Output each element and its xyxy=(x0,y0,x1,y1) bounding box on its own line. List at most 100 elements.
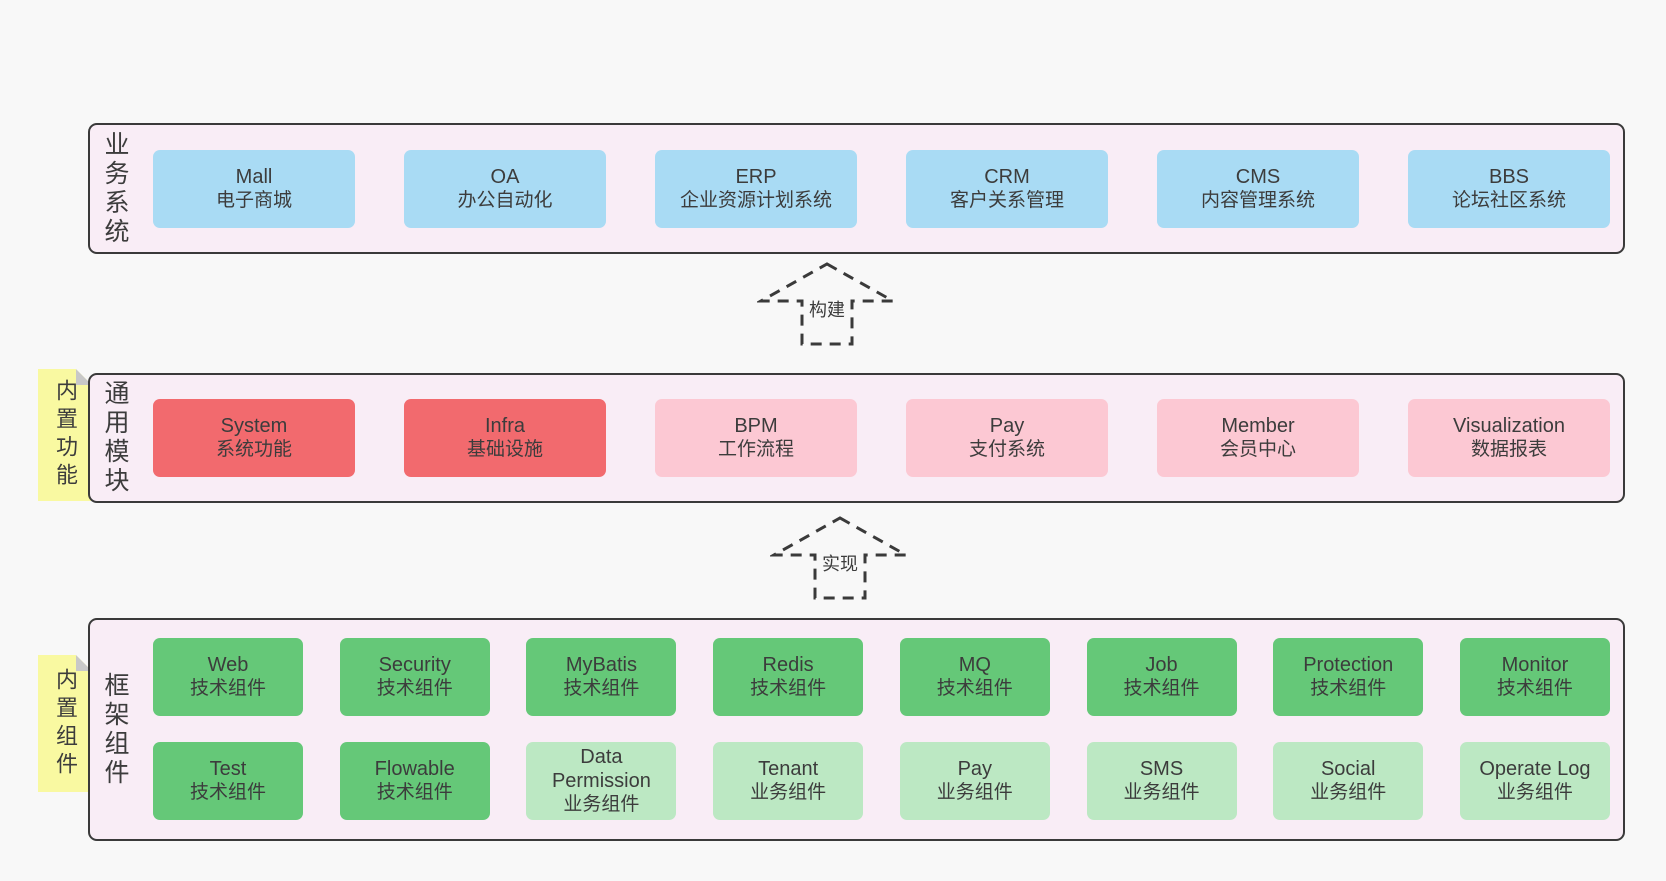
box-web: Web 技术组件 xyxy=(153,638,303,716)
box-data-permission: Data Permission 业务组件 xyxy=(526,742,677,820)
box-social: Social 业务组件 xyxy=(1273,742,1424,820)
box-title: Protection xyxy=(1303,654,1394,676)
box-subtitle: 技术组件 xyxy=(189,678,266,699)
box-title: BBS xyxy=(1488,165,1530,188)
box-subtitle: 内容管理系统 xyxy=(1200,189,1315,211)
box-subtitle: 技术组件 xyxy=(189,782,266,803)
box-job: Job 技术组件 xyxy=(1086,638,1237,716)
box-title: Social xyxy=(1320,758,1376,780)
box-subtitle: 电子商城 xyxy=(215,189,292,211)
box-title: Tenant xyxy=(758,758,819,780)
box-system: System 系统功能 xyxy=(153,399,355,477)
box-subtitle: 业务组件 xyxy=(1123,782,1200,803)
box-pay: Pay 支付系统 xyxy=(906,399,1108,477)
box-sms: SMS 业务组件 xyxy=(1086,742,1237,820)
box-subtitle: 业务组件 xyxy=(1496,782,1573,803)
box-title: Data Permission xyxy=(551,746,651,792)
box-subtitle: 业务组件 xyxy=(936,782,1013,803)
panel-label-common-modules: 通用模块 xyxy=(101,380,129,496)
box-subtitle: 技术组件 xyxy=(563,678,640,699)
box-subtitle: 办公自动化 xyxy=(457,189,553,211)
box-mall: Mall 电子商城 xyxy=(153,149,355,228)
box-subtitle: 系统功能 xyxy=(215,439,292,460)
box-subtitle: 技术组件 xyxy=(376,678,453,699)
panel-label-framework-components: 框架组件 xyxy=(101,671,129,788)
box-title: ERP xyxy=(735,165,777,188)
dashed-up-arrow-icon xyxy=(770,516,910,600)
box-member: Member 会员中心 xyxy=(1157,399,1359,477)
box-title: MyBatis xyxy=(565,654,637,676)
implement-arrow-label: 实现 xyxy=(819,550,861,576)
box-tenant: Tenant 业务组件 xyxy=(713,742,864,820)
box-title: Infra xyxy=(484,415,526,437)
box-title: System xyxy=(220,415,288,437)
box-bbs: BBS 论坛社区系统 xyxy=(1408,149,1610,228)
box-title: Job xyxy=(1145,654,1178,676)
panel-business-systems: 业务系统 Mall 电子商城 OA 办公自动化 ERP 企业资源计划系统 CRM… xyxy=(88,123,1625,254)
sticky-note-builtin-features: 内置功能 xyxy=(38,369,92,501)
dashed-up-arrow-icon xyxy=(757,262,897,346)
components-row-1: Web 技术组件 Security 技术组件 MyBatis 技术组件 Redi… xyxy=(153,638,1610,716)
implement-arrow: 实现 xyxy=(770,514,910,602)
panel-common-modules: 通用模块 System 系统功能 Infra 基础设施 BPM 工作流程 Pay… xyxy=(88,373,1625,503)
box-bpm: BPM 工作流程 xyxy=(655,399,857,477)
box-mybatis: MyBatis 技术组件 xyxy=(526,638,677,716)
box-title: OA xyxy=(490,165,520,188)
panel-framework-components: 框架组件 Web 技术组件 Security 技术组件 MyBatis 技术组件… xyxy=(88,618,1625,841)
box-cms: CMS 内容管理系统 xyxy=(1157,149,1359,228)
box-subtitle: 企业资源计划系统 xyxy=(679,189,832,211)
sticky-note-label: 内置功能 xyxy=(53,379,78,491)
box-title: Mall xyxy=(235,165,273,188)
components-rows: Web 技术组件 Security 技术组件 MyBatis 技术组件 Redi… xyxy=(153,638,1610,820)
box-title: CRM xyxy=(984,165,1030,188)
sticky-note-builtin-components: 内置组件 xyxy=(38,655,92,792)
box-subtitle: 数据报表 xyxy=(1470,439,1547,460)
box-subtitle: 技术组件 xyxy=(1496,678,1573,699)
box-title: Operate Log xyxy=(1479,758,1591,780)
box-title: MQ xyxy=(958,654,991,676)
business-boxes-row: Mall 电子商城 OA 办公自动化 ERP 企业资源计划系统 CRM 客户关系… xyxy=(153,149,1610,228)
box-visualization: Visualization 数据报表 xyxy=(1408,399,1610,477)
box-crm: CRM 客户关系管理 xyxy=(906,149,1108,228)
box-monitor: Monitor 技术组件 xyxy=(1459,638,1610,716)
modules-boxes-row: System 系统功能 Infra 基础设施 BPM 工作流程 Pay 支付系统… xyxy=(153,399,1610,477)
box-subtitle: 技术组件 xyxy=(936,678,1013,699)
components-row-2: Test 技术组件 Flowable 技术组件 Data Permission … xyxy=(153,742,1610,820)
box-title: Pay xyxy=(989,415,1025,437)
box-title: BPM xyxy=(734,415,778,437)
box-title: SMS xyxy=(1139,758,1184,780)
build-arrow: 构建 xyxy=(757,260,897,348)
box-security: Security 技术组件 xyxy=(339,638,490,716)
box-redis: Redis 技术组件 xyxy=(713,638,864,716)
box-operate-log: Operate Log 业务组件 xyxy=(1459,742,1610,820)
box-subtitle: 工作流程 xyxy=(717,439,794,460)
box-subtitle: 客户关系管理 xyxy=(949,189,1064,211)
box-oa: OA 办公自动化 xyxy=(404,149,606,228)
box-title: Monitor xyxy=(1501,654,1569,676)
sticky-note-label: 内置组件 xyxy=(53,667,78,780)
box-subtitle: 技术组件 xyxy=(1310,678,1387,699)
box-subtitle: 会员中心 xyxy=(1219,439,1296,460)
box-subtitle: 业务组件 xyxy=(750,782,827,803)
box-subtitle: 论坛社区系统 xyxy=(1451,189,1566,211)
box-subtitle: 支付系统 xyxy=(968,439,1045,460)
build-arrow-label: 构建 xyxy=(806,296,848,322)
panel-label-business-systems: 业务系统 xyxy=(101,130,129,247)
box-subtitle: 业务组件 xyxy=(1310,782,1387,803)
box-title: Web xyxy=(207,654,249,676)
box-subtitle: 技术组件 xyxy=(376,782,453,803)
box-title: Security xyxy=(378,654,451,676)
box-title: Flowable xyxy=(374,758,455,780)
box-title: Pay xyxy=(957,758,993,780)
box-flowable: Flowable 技术组件 xyxy=(339,742,490,820)
box-subtitle: 基础设施 xyxy=(466,439,543,460)
box-title: CMS xyxy=(1235,165,1281,188)
box-subtitle: 业务组件 xyxy=(563,794,640,815)
box-title: Test xyxy=(209,758,247,780)
box-title: Visualization xyxy=(1453,415,1565,437)
box-pay-component: Pay 业务组件 xyxy=(899,742,1050,820)
box-title: Member xyxy=(1221,415,1295,437)
box-protection: Protection 技术组件 xyxy=(1273,638,1424,716)
box-title: Redis xyxy=(762,654,814,676)
